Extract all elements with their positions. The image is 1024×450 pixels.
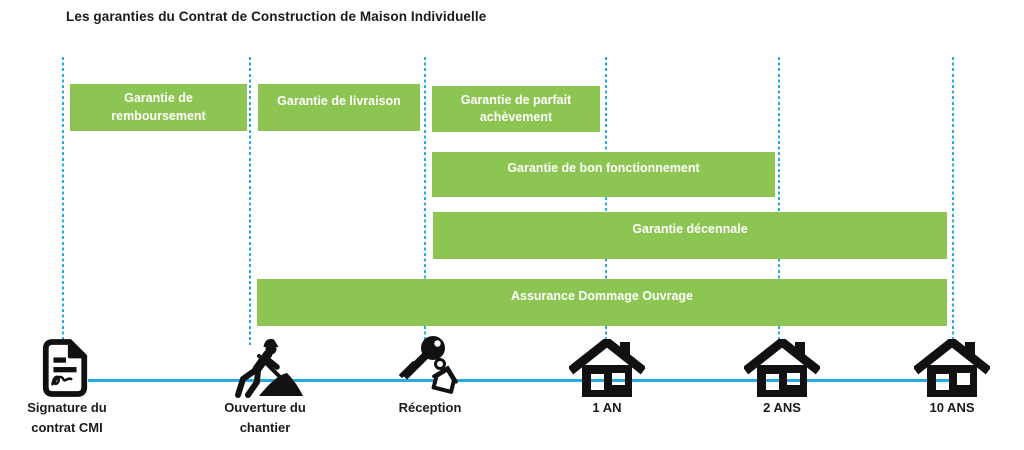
- timeline-axis: [88, 379, 950, 382]
- milestone-label-1an: 1 AN: [592, 400, 622, 415]
- bar-garantie-livraison: Garantie de livraison: [258, 84, 420, 131]
- milestone-label-signature: Signature du contrat CMI: [27, 400, 107, 435]
- bar-garantie-decennale: Garantie décennale: [433, 212, 947, 259]
- bar-label: Garantie de livraison: [277, 93, 401, 108]
- bar-label: Garantie de parfait achèvement: [460, 92, 572, 125]
- milestone-label-reception: Réception: [398, 400, 462, 415]
- milestone-line-10ans: [952, 57, 954, 345]
- milestone-line-signature: [62, 57, 64, 345]
- milestone-line-1an: [605, 57, 607, 345]
- bar-garantie-remboursement: Garantie de remboursement: [70, 84, 247, 131]
- milestone-label-ouverture: Ouverture du chantier: [224, 400, 306, 435]
- house-icon: [914, 339, 990, 397]
- diagram-title: Les garanties du Contrat de Construction…: [66, 9, 487, 24]
- milestone-label-2ans: 2 ANS: [763, 400, 801, 415]
- house-icon: [569, 339, 645, 397]
- construction-worker-icon: [235, 339, 303, 398]
- milestone-line-ouverture: [249, 57, 251, 345]
- bar-garantie-bon-fonctionnement: Garantie de bon fonctionnement: [432, 152, 775, 197]
- bar-label: Garantie de remboursement: [111, 91, 206, 123]
- house-icon: [744, 339, 820, 397]
- bar-label: Garantie de bon fonctionnement: [507, 160, 700, 175]
- bar-label: Assurance Dommage Ouvrage: [510, 288, 693, 303]
- bar-assurance-dommage-ouvrage: Assurance Dommage Ouvrage: [257, 279, 947, 326]
- milestone-line-2ans: [778, 57, 780, 345]
- milestone-line-reception: [424, 57, 426, 345]
- keys-icon: [398, 336, 458, 394]
- bar-label: Garantie décennale: [632, 221, 748, 236]
- contract-signature-icon: [42, 339, 88, 397]
- bar-garantie-parfait-achevement: Garantie de parfait achèvement: [432, 86, 600, 132]
- milestone-label-10ans: 10 ANS: [929, 400, 975, 415]
